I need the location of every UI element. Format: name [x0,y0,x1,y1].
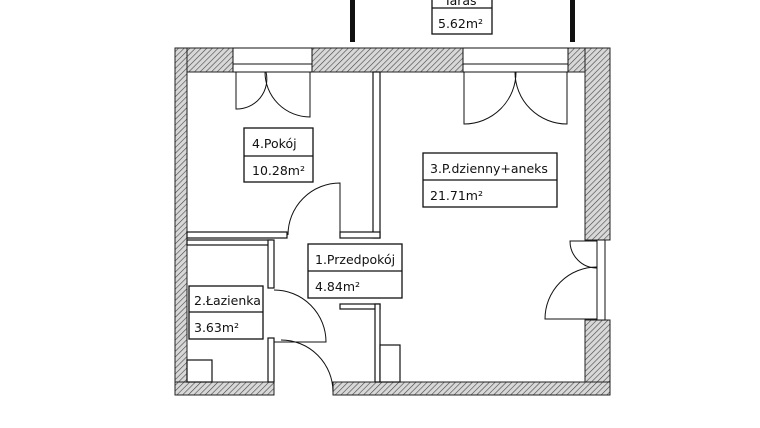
room-name: 4.Pokój [252,136,297,151]
outer-walls [174,47,611,396]
room-area: 4.84m² [315,279,360,294]
balcony-door [544,239,606,321]
room-area: 3.63m² [194,320,239,335]
room-label-hall: 1.Przedpokój 4.84m² [307,243,403,299]
room-label-bathroom: 2.Łazienka 3.63m² [188,285,264,340]
room-name: 2.Łazienka [194,293,261,308]
terrace-area: 5.62m² [438,16,483,31]
room-area: 10.28m² [252,163,305,178]
room-label-living: 3.P.dzienny+aneks 21.71m² [422,152,558,208]
room-area: 21.71m² [430,188,483,203]
room-name: 3.P.dzienny+aneks [430,161,548,176]
room-label-pokoj: 4.Pokój 10.28m² [243,127,314,183]
interior-walls [186,71,401,393]
window-room-4 [232,47,313,118]
room-name: 1.Przedpokój [315,252,395,267]
window-room-3 [462,47,569,125]
terrace: Taras 5.62m² [350,0,575,42]
terrace-name: Taras [443,0,477,8]
